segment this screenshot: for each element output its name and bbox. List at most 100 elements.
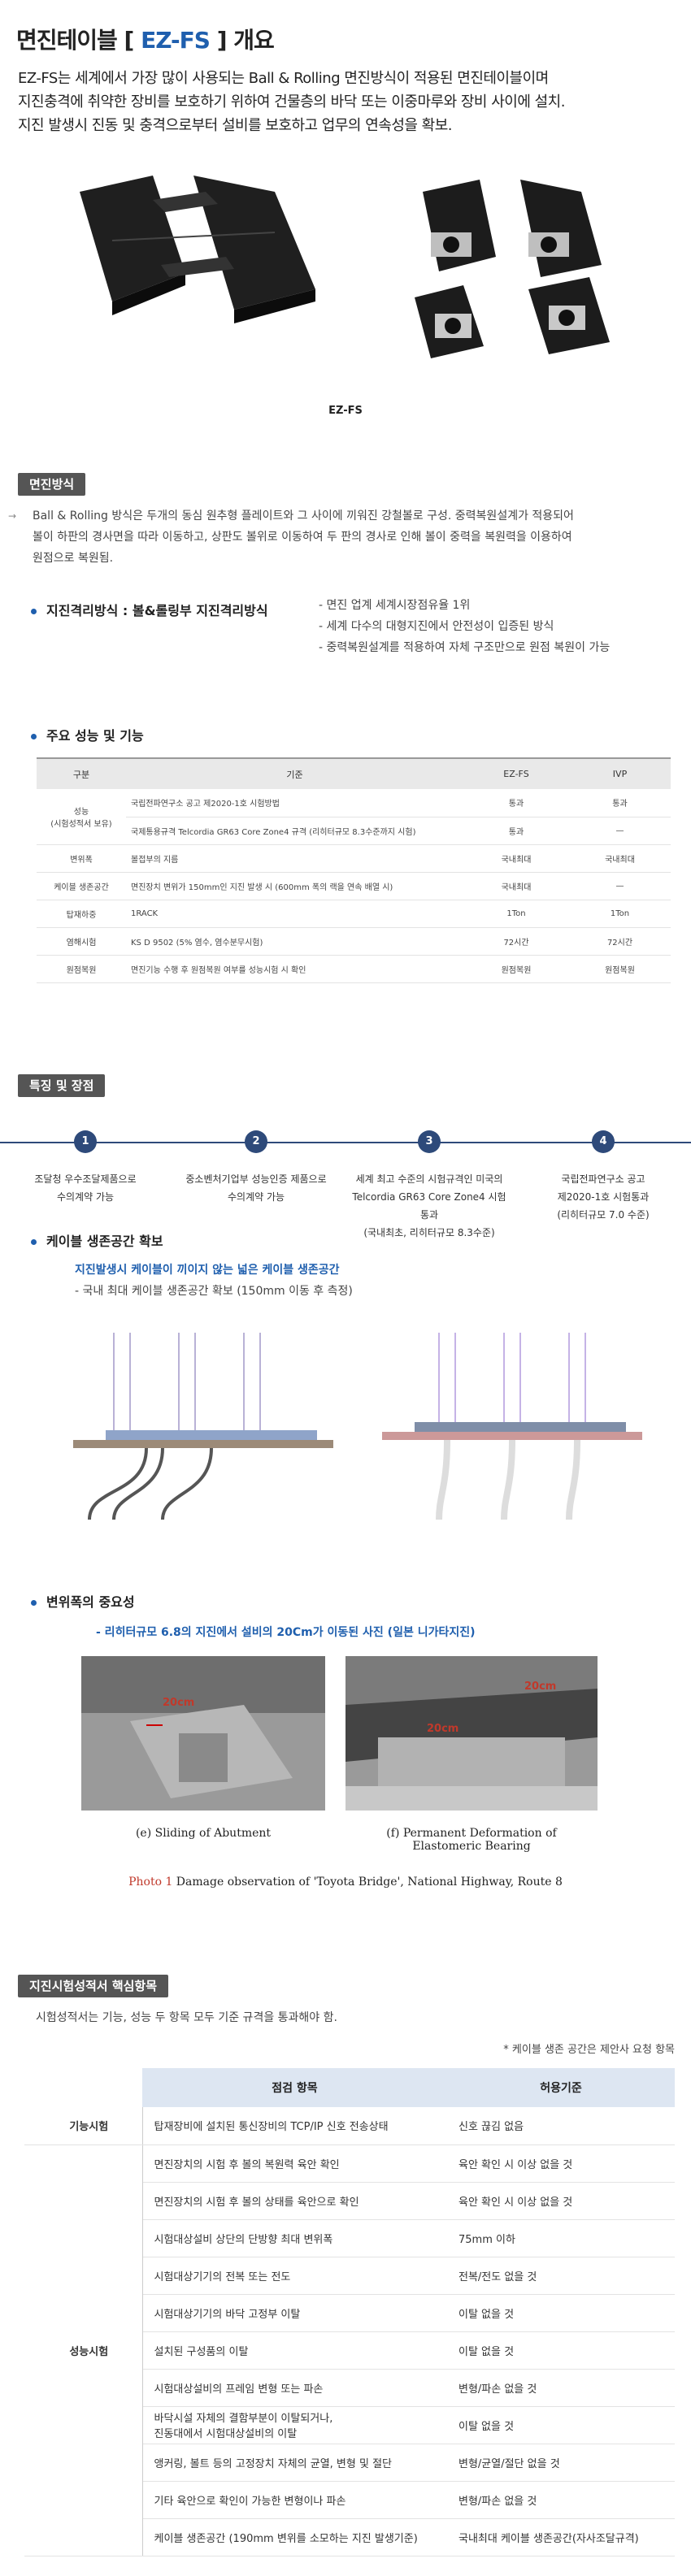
feature-line: 세계 최고 수준의 시험규격인 미국의: [355, 1173, 503, 1185]
intro-text: EZ-FS는 세계에서 가장 많이 사용되는 Ball & Rolling 면진…: [18, 67, 684, 137]
table-cell: 시험대상설비의 프레임 변형 또는 파손: [142, 2369, 447, 2407]
table-cell: 변형/파손 없을 것: [447, 2481, 675, 2519]
feature-number-badge: 3: [418, 1130, 441, 1153]
section-tag-core: 지진시험성적서 핵심항목: [18, 1975, 169, 1997]
table-cell: 이탈 없을 것: [447, 2406, 675, 2444]
product-image-assembled: [80, 176, 315, 323]
table-header-row: 점검 항목 허용기준: [24, 2068, 675, 2107]
feature-line: 수의계약 가능: [227, 1191, 285, 1203]
bullet-icon: [31, 1239, 37, 1245]
group-label: 기능시험: [24, 2107, 143, 2145]
table-cell: 면진기능 수행 후 원점복원 여부를 성능시험 시 확인: [126, 955, 463, 983]
feature-line: 제2020-1호 시험통과: [557, 1191, 650, 1203]
table-header-row: 구분 기준 EZ-FS IVP: [37, 757, 671, 789]
table-cell: 염해시험: [37, 927, 126, 956]
cable-note: - 국내 최대 케이블 생존공간 확보 (150mm 이동 후 측정): [75, 1285, 353, 1298]
method-point: - 중력복원설계를 적용하여 자체 구조만으로 원점 복원이 가능: [319, 641, 611, 654]
photo-caption-left: (e) Sliding of Abutment: [135, 1827, 272, 1840]
feature-number-badge: 4: [592, 1130, 615, 1153]
table-cell: 1Ton: [463, 900, 569, 928]
bullet-icon: [31, 734, 37, 739]
table-cell: 변형/파손 없을 것: [447, 2369, 675, 2407]
table-cell: 원점복원: [569, 955, 671, 983]
table-cell: 시험대상기기의 바닥 고정부 이탈: [142, 2294, 447, 2332]
table-cell: 면진장치의 시험 후 볼의 상태를 육안으로 확인: [142, 2182, 447, 2220]
table-row: 케이블 생존공간 (190mm 변위를 소모하는 지진 발생기준)국내최대 케이…: [24, 2518, 675, 2556]
table-cell: 케이블 생존공간 (190mm 변위를 소모하는 지진 발생기준): [142, 2518, 447, 2556]
bullet-icon: [31, 609, 37, 614]
intro-line: 지진충격에 취약한 장비를 보호하기 위하여 건물층의 바닥 또는 이중마루와 …: [18, 93, 565, 111]
section-tag-features: 특징 및 장점: [18, 1074, 106, 1097]
table-cell: 원점복원: [463, 955, 569, 983]
table-cell: —: [569, 872, 671, 900]
feature-line: 조달청 우수조달제품으로: [34, 1173, 137, 1185]
feature-line: Telcordia GR63 Core Zone4 시험통과: [352, 1191, 506, 1221]
method-point: - 세계 다수의 대형지진에서 안전성이 입증된 방식: [319, 620, 554, 633]
photo-sliding-abutment: 20cm: [81, 1656, 325, 1811]
table-cell: 국내최대: [569, 844, 671, 873]
feature-line: (리히터규모 7.0 수준): [557, 1209, 650, 1221]
table-cell: 국내최대: [463, 844, 569, 873]
column-header: EZ-FS: [463, 757, 569, 789]
photo-mark: 20cm: [163, 1697, 195, 1709]
table-cell: 75mm 이하: [447, 2219, 675, 2257]
table-cell: 통과: [569, 789, 671, 817]
photo-caption-right: (f) Permanent Deformation of Elastomeric…: [386, 1827, 557, 1853]
method-point: - 면진 업계 세계시장점유율 1위: [319, 599, 471, 612]
group-label: 성능시험: [24, 2144, 143, 2556]
intro-line: 지진 발생시 진동 및 충격으로부터 설비를 보호하고 업무의 연속성을 확보.: [18, 117, 453, 134]
table-cell: 72시간: [463, 927, 569, 956]
table-cell: 기타 육안으로 확인이 가능한 변형이나 파손: [142, 2481, 447, 2519]
table-cell: 원점복원: [37, 955, 126, 983]
table-cell: 국내최대 케이블 생존공간(자사조달규격): [447, 2518, 675, 2556]
table-cell: 이탈 없을 것: [447, 2294, 675, 2332]
cable-space-diagram: [73, 1333, 642, 1520]
text-line: 원점으로 복원됨.: [33, 552, 114, 565]
performance-table: 구분 기준 EZ-FS IVP 성능 (시험성적서 보유)국립전파연구소 공고 …: [37, 757, 671, 983]
table-cell: 이탈 없을 것: [447, 2331, 675, 2370]
table-cell: 성능 (시험성적서 보유): [37, 789, 126, 845]
text-line: Ball & Rolling 방식은 두개의 동심 원추형 플레이트와 그 사이…: [33, 510, 574, 523]
photo-caption: Photo 1 Damage observation of 'Toyota Br…: [128, 1876, 563, 1889]
table-cell: 통과: [463, 817, 569, 845]
displacement-note: - 리히터규모 6.8의 지진에서 설비의 20Cm가 이동된 사진 (일본 니…: [96, 1626, 476, 1639]
table-cell: 72시간: [569, 927, 671, 956]
column-header: IVP: [569, 757, 671, 789]
table-cell: 변위폭: [37, 844, 126, 873]
table-cell: 전복/전도 없을 것: [447, 2257, 675, 2295]
feature-number-badge: 2: [245, 1130, 267, 1153]
core-intro: 시험성적서는 기능, 성능 두 항목 모두 기준 규격을 통과해야 함.: [36, 2011, 337, 2024]
feature-number-badge: 1: [74, 1130, 97, 1153]
cable-highlight: 지진발생시 케이블이 끼이지 않는 넓은 케이블 생존공간: [75, 1264, 340, 1277]
cable-heading: 케이블 생존공간 확보: [31, 1230, 163, 1250]
title-prefix: 면진테이블 [: [16, 27, 141, 54]
feature-line: 국립전파연구소 공고: [561, 1173, 645, 1185]
table-cell: 국제통용규격 Telcordia GR63 Core Zone4 규격 (리히터…: [126, 817, 463, 845]
table-cell: 변형/균열/절단 없을 것: [447, 2444, 675, 2482]
table-cell: 탑재장비에 설치된 통신장비의 TCP/IP 신호 전송상태: [142, 2107, 447, 2145]
table-cell: 탑재하중: [37, 900, 126, 928]
table-cell: 1Ton: [569, 900, 671, 928]
table-cell: 면진장치 변위가 150mm인 지진 발생 시 (600mm 폭의 랙을 연속 …: [126, 872, 463, 900]
core-note: * 케이블 생존 공간은 제안사 요청 항목: [503, 2044, 675, 2056]
photo-elastomeric-bearing: 20cm 20cm: [346, 1656, 598, 1811]
column-header: 기준: [126, 757, 463, 789]
table-cell: 시험대상기기의 전복 또는 전도: [142, 2257, 447, 2295]
photo-mark: 20cm: [427, 1723, 459, 1735]
table-cell: 바닥시설 자체의 결함부분이 이탈되거나, 진동대에서 시험대상설비의 이탈: [142, 2406, 447, 2444]
photo-mark: 20cm: [524, 1680, 557, 1693]
intro-line: EZ-FS는 세계에서 가장 많이 사용되는 Ball & Rolling 면진…: [18, 70, 549, 87]
table-cell: 육안 확인 시 이상 없을 것: [447, 2182, 675, 2220]
arrow-icon: →: [8, 510, 17, 522]
